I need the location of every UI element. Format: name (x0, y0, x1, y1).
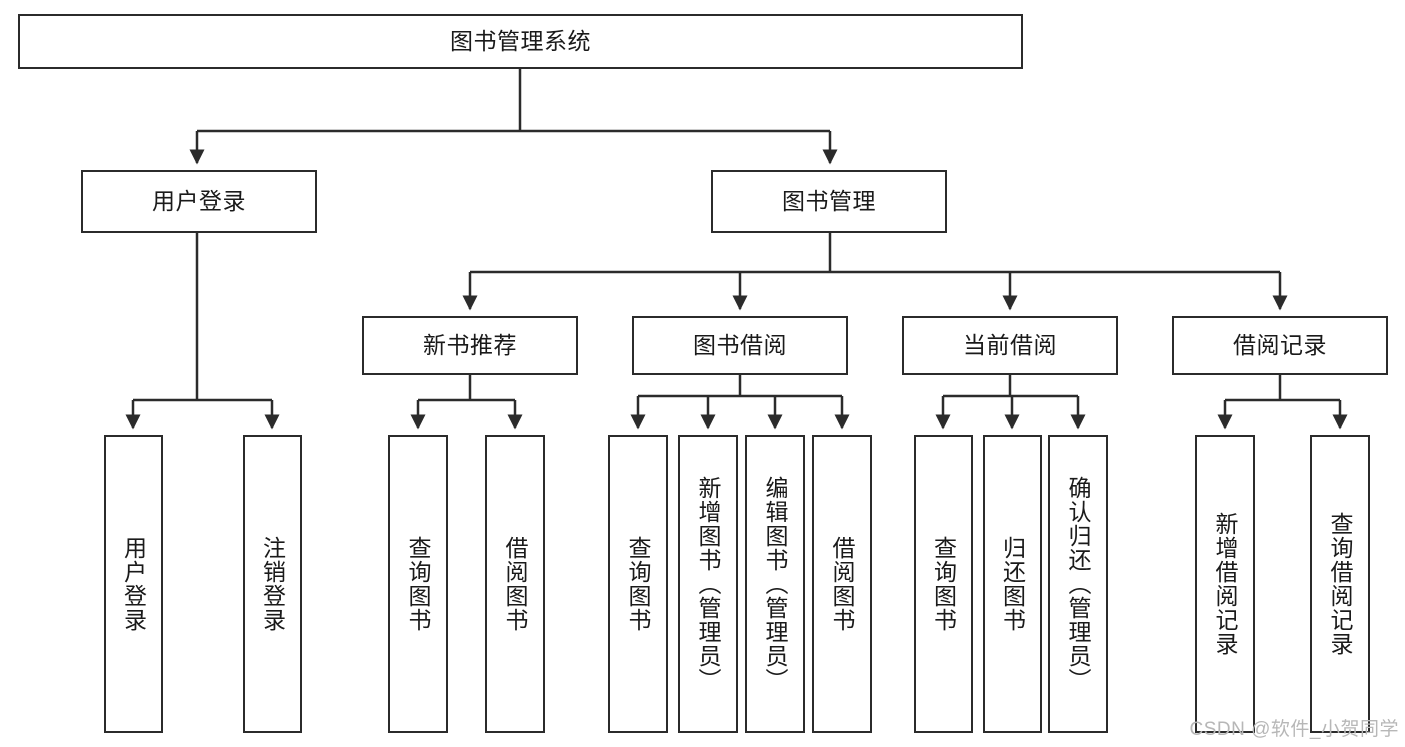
node-leaf-borrow-book-1-label: 借阅图书 (502, 536, 529, 632)
node-book-manage-label: 图书管理 (782, 187, 876, 214)
node-leaf-add-record[interactable]: 新增借阅记录 (1195, 435, 1255, 733)
node-new-book-rec[interactable]: 新书推荐 (362, 316, 578, 375)
node-leaf-query-book-1[interactable]: 查询图书 (388, 435, 448, 733)
csdn-watermark: CSDN @软件_小贺同学 (1189, 719, 1399, 740)
node-user-login[interactable]: 用户登录 (81, 170, 317, 233)
node-leaf-edit-book[interactable]: 编辑图书（管理员） (745, 435, 805, 733)
node-leaf-query-book-2[interactable]: 查询图书 (608, 435, 668, 733)
node-root[interactable]: 图书管理系统 (18, 14, 1023, 69)
node-leaf-borrow-book-2-label: 借阅图书 (829, 536, 856, 632)
node-leaf-logout-label: 注销登录 (259, 536, 286, 632)
node-leaf-add-book[interactable]: 新增图书（管理员） (678, 435, 738, 733)
node-leaf-return-book-label: 归还图书 (999, 536, 1026, 632)
node-book-borrow[interactable]: 图书借阅 (632, 316, 848, 375)
node-leaf-confirm-return[interactable]: 确认归还（管理员） (1048, 435, 1108, 733)
node-borrow-record-label: 借阅记录 (1233, 331, 1327, 358)
node-user-login-label: 用户登录 (152, 187, 246, 214)
node-leaf-user-login-label: 用户登录 (120, 536, 147, 632)
node-leaf-borrow-book-2[interactable]: 借阅图书 (812, 435, 872, 733)
node-new-book-rec-label: 新书推荐 (423, 331, 517, 358)
node-leaf-query-record-label: 查询借阅记录 (1327, 512, 1354, 656)
node-book-manage[interactable]: 图书管理 (711, 170, 947, 233)
node-borrow-record[interactable]: 借阅记录 (1172, 316, 1388, 375)
node-leaf-query-book-3[interactable]: 查询图书 (914, 435, 973, 733)
node-root-label: 图书管理系统 (450, 27, 591, 54)
node-leaf-logout[interactable]: 注销登录 (243, 435, 302, 733)
node-leaf-user-login[interactable]: 用户登录 (104, 435, 163, 733)
node-leaf-query-book-2-label: 查询图书 (625, 536, 652, 632)
node-leaf-add-book-label: 新增图书（管理员） (695, 476, 722, 692)
node-current-borrow[interactable]: 当前借阅 (902, 316, 1118, 375)
node-leaf-edit-book-label: 编辑图书（管理员） (762, 476, 789, 692)
node-leaf-query-record[interactable]: 查询借阅记录 (1310, 435, 1370, 733)
node-leaf-borrow-book-1[interactable]: 借阅图书 (485, 435, 545, 733)
node-leaf-query-book-3-label: 查询图书 (930, 536, 957, 632)
node-leaf-add-record-label: 新增借阅记录 (1212, 512, 1239, 656)
node-book-borrow-label: 图书借阅 (693, 331, 787, 358)
node-leaf-return-book[interactable]: 归还图书 (983, 435, 1042, 733)
node-leaf-confirm-return-label: 确认归还（管理员） (1065, 476, 1092, 692)
node-current-borrow-label: 当前借阅 (963, 331, 1057, 358)
node-leaf-query-book-1-label: 查询图书 (405, 536, 432, 632)
